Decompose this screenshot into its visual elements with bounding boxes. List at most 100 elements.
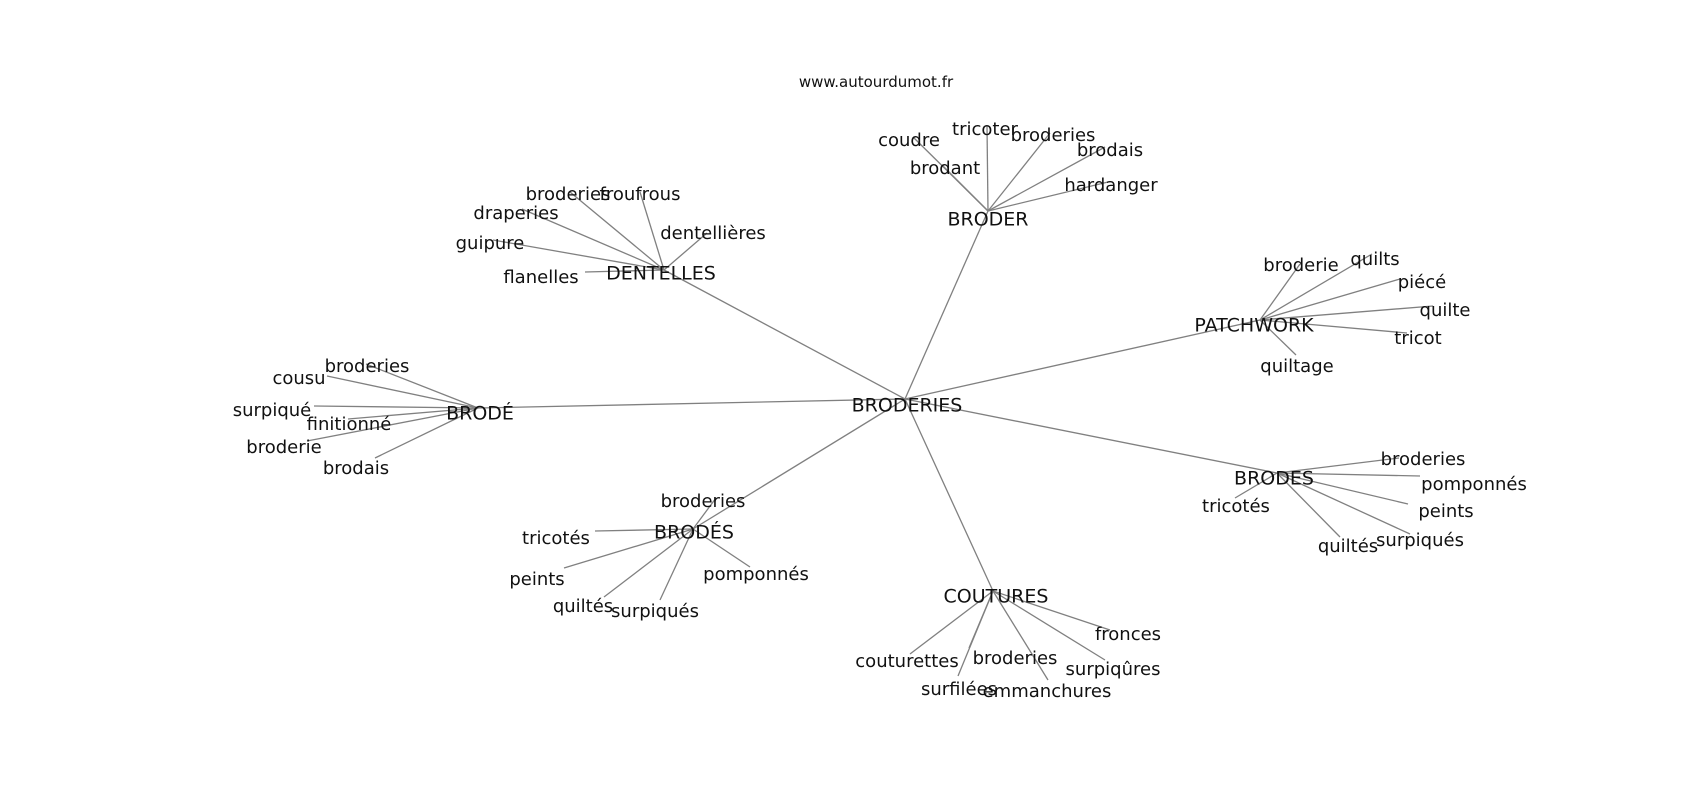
edge-center-brode-3 <box>477 398 906 409</box>
edge-patchwork-2-quilts <box>1259 253 1373 321</box>
leaf-node-dentelles-1-broderies: broderies <box>526 184 611 205</box>
hub-node-brodes-5: BRODÉS <box>654 521 734 544</box>
leaf-node-brode-3-surpique: surpiqué <box>233 400 312 421</box>
edge-broder-0-tricoter <box>986 125 989 212</box>
edge-center-dentelles-1 <box>663 269 906 400</box>
edge-dentelles-1-dentellieres <box>663 232 708 271</box>
edge-brodes-5-tricotes <box>594 528 694 532</box>
leaf-node-brode-3-broderies: broderies <box>325 356 410 377</box>
leaf-node-coutures-6-surpiqures: surpiqûres <box>1066 659 1161 680</box>
hub-node-brodes-4: BRODES <box>1234 468 1314 490</box>
leaf-node-brode-3-broderie: broderie <box>246 437 321 458</box>
edge-center-patchwork-2 <box>904 319 1261 400</box>
graph-edges <box>306 125 1434 681</box>
edge-brodes-5-broderies <box>692 497 717 530</box>
edge-brodes-4-peints <box>1276 472 1409 505</box>
leaf-node-brode-3-finitionne: finitionné <box>307 414 392 435</box>
leaf-node-brodes-5-surpiques: surpiqués <box>611 601 699 622</box>
leaf-node-patchwork-2-tricot: tricot <box>1394 328 1441 349</box>
leaf-node-brodes-5-quiltes: quiltés <box>553 596 613 617</box>
edge-broder-0-brodais <box>987 146 1106 212</box>
center-node-label: BRODERIES <box>852 395 963 417</box>
leaf-node-dentelles-1-guipure: guipure <box>456 233 525 254</box>
leaf-node-brodes-4-pomponnes: pomponnés <box>1421 474 1527 495</box>
leaf-node-patchwork-2-piece: piécé <box>1398 272 1446 293</box>
leaf-node-brodes-5-tricotes: tricotés <box>522 528 590 549</box>
edge-patchwork-2-broderie <box>1259 263 1301 321</box>
edge-dentelles-1-broderies <box>569 191 665 271</box>
edge-patchwork-2-tricot <box>1259 319 1408 334</box>
edge-broder-0-hardanger <box>987 181 1109 212</box>
edge-dentelles-1-froufrous <box>639 191 665 271</box>
edge-center-coutures-6 <box>904 398 994 592</box>
leaf-node-dentelles-1-dentellieres: dentellières <box>660 223 766 244</box>
hub-node-brode-3: BRODÉ <box>446 402 514 425</box>
leaf-node-coutures-6-fronces: fronces <box>1095 624 1161 645</box>
edge-dentelles-1-flanelles <box>584 269 665 273</box>
leaf-node-brode-3-brodais: brodais <box>323 458 389 479</box>
leaf-node-brodes-5-pomponnes: pomponnés <box>703 564 809 585</box>
leaf-node-patchwork-2-quilte: quilte <box>1420 300 1471 321</box>
edge-patchwork-2-quilte <box>1259 305 1434 321</box>
edge-dentelles-1-draperies <box>521 208 665 271</box>
edge-brodes-4-quiltes <box>1276 472 1341 538</box>
leaf-node-dentelles-1-flanelles: flanelles <box>503 267 578 288</box>
leaf-node-brodes-5-broderies: broderies <box>661 491 746 512</box>
edge-brodes-4-broderies <box>1276 457 1400 474</box>
edge-coutures-6-couturettes <box>909 590 994 655</box>
leaf-node-brodes-4-broderies: broderies <box>1381 449 1466 470</box>
leaf-node-brode-3-cousu: cousu <box>272 368 325 389</box>
edge-dentelles-1-guipure <box>492 239 665 271</box>
leaf-node-coutures-6-surfilees: surfilées <box>921 679 997 700</box>
leaf-node-coutures-6-emmanchures: emmanchures <box>983 681 1112 702</box>
edge-center-brodes-4 <box>904 398 1278 474</box>
leaf-node-dentelles-1-draperies: draperies <box>473 203 558 224</box>
leaf-node-patchwork-2-quiltage: quiltage <box>1260 356 1333 377</box>
edge-coutures-6-emmanchures <box>992 590 1049 681</box>
edge-brodes-5-quiltes <box>603 528 694 598</box>
leaf-node-brodes-4-tricotes: tricotés <box>1202 496 1270 517</box>
edge-brode-3-finitionne <box>347 407 479 420</box>
leaf-node-broder-0-broderies: broderies <box>1011 125 1096 146</box>
leaf-node-coutures-6-couturettes: couturettes <box>855 651 958 672</box>
edge-broder-0-broderies <box>987 132 1051 212</box>
edge-coutures-6-fronces <box>992 590 1111 631</box>
edge-brode-3-broderies <box>365 363 479 409</box>
edge-patchwork-2-piece <box>1259 278 1401 321</box>
watermark: www.autourdumot.fr <box>798 73 954 91</box>
edge-brode-3-broderie <box>306 407 479 442</box>
leaf-node-brodes-4-peints: peints <box>1418 501 1473 522</box>
leaf-node-broder-0-brodant: brodant <box>910 158 980 179</box>
edge-center-broder-0 <box>904 210 989 400</box>
edge-brodes-5-peints <box>563 528 694 569</box>
edge-brode-3-surpique <box>313 405 479 409</box>
graph-labels: BRODERIESBRODERcoudretricoterbroderiesbr… <box>233 119 1527 702</box>
leaf-node-broder-0-brodais: brodais <box>1077 140 1143 161</box>
leaf-node-brodes-4-quiltes: quiltés <box>1318 536 1378 557</box>
edge-coutures-6-surfilees <box>957 590 994 677</box>
leaf-node-broder-0-tricoter: tricoter <box>952 119 1019 140</box>
leaf-node-patchwork-2-quilts: quilts <box>1350 249 1399 270</box>
edge-brodes-5-surpiques <box>659 528 694 601</box>
edge-brode-3-brodais <box>374 407 479 459</box>
hub-node-patchwork-2: PATCHWORK <box>1194 315 1314 337</box>
hub-node-broder-0: BRODER <box>947 209 1028 231</box>
edge-coutures-6-surpiqures <box>992 590 1106 661</box>
leaf-node-brodes-4-surpiques: surpiqués <box>1376 530 1464 551</box>
edge-brodes-4-tricotes <box>1234 472 1278 499</box>
leaf-node-dentelles-1-froufrous: froufrous <box>600 184 681 205</box>
edge-center-brodes-5 <box>692 398 906 530</box>
hub-node-dentelles-1: DENTELLES <box>606 263 716 285</box>
leaf-node-patchwork-2-broderie: broderie <box>1263 255 1338 276</box>
leaf-node-broder-0-hardanger: hardanger <box>1064 175 1158 196</box>
hub-node-coutures-6: COUTURES <box>944 586 1049 608</box>
edge-brodes-4-surpiques <box>1276 472 1411 535</box>
edge-brodes-5-pomponnes <box>692 528 751 568</box>
edge-broder-0-brodant <box>941 164 989 212</box>
leaf-node-brodes-5-peints: peints <box>509 569 564 590</box>
edge-brode-3-cousu <box>326 375 479 409</box>
edge-brodes-4-pomponnes <box>1276 472 1421 477</box>
leaf-node-coutures-6-broderies: broderies <box>973 648 1058 669</box>
leaf-node-broder-0-coudre: coudre <box>878 130 940 151</box>
